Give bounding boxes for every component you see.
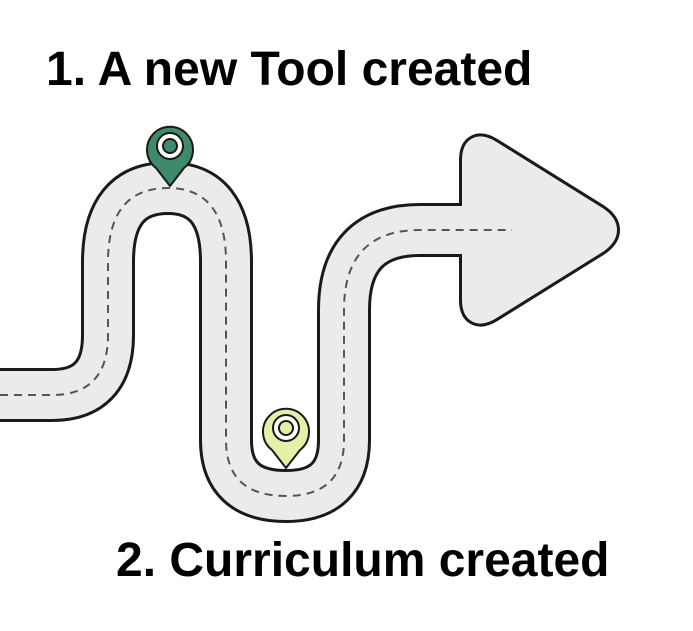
road-center-line xyxy=(0,186,512,498)
road-surface xyxy=(0,164,512,520)
milestone-2-label: 2. Curriculum created xyxy=(116,534,610,587)
milestone-pin-1 xyxy=(146,125,194,187)
arrow-head xyxy=(462,136,617,324)
milestone-1-label: 1. A new Tool created xyxy=(46,43,533,96)
milestone-pin-2 xyxy=(262,407,310,469)
